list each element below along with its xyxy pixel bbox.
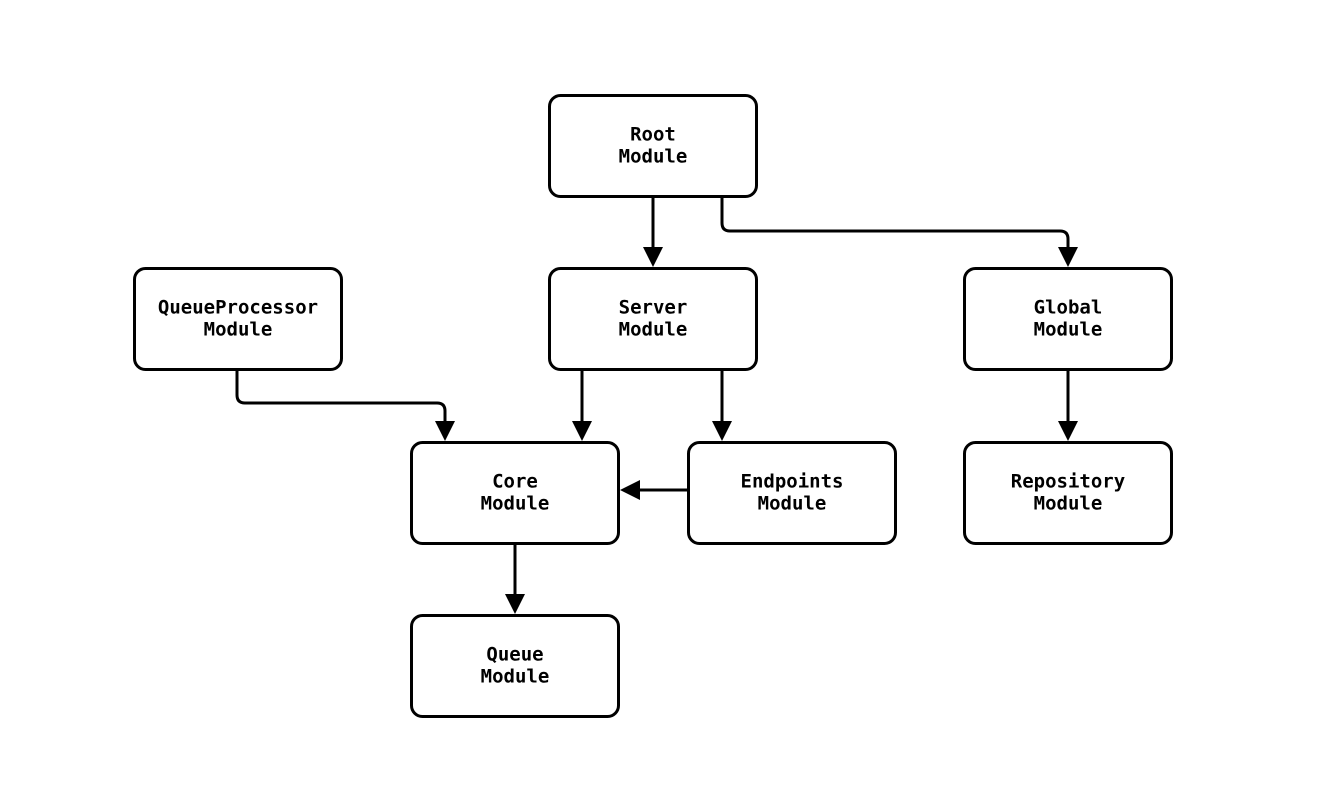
nodes-layer: RootModuleQueueProcessorModuleServerModu… bbox=[133, 94, 1173, 718]
node-label-line1: QueueProcessor bbox=[158, 297, 318, 319]
edge-server-to-endpoints bbox=[712, 371, 732, 441]
arrowhead-icon bbox=[1058, 247, 1078, 267]
node-label-line2: Module bbox=[1034, 319, 1103, 341]
node-label-line1: Endpoints bbox=[741, 471, 844, 493]
node-label-line1: Repository bbox=[1011, 471, 1125, 493]
node-label-line1: Global bbox=[1034, 297, 1103, 319]
edge-root-to-server bbox=[643, 198, 663, 267]
node-label-line2: Module bbox=[204, 319, 273, 341]
node-label-line2: Module bbox=[481, 666, 550, 688]
edge-line bbox=[720, 198, 1070, 253]
arrowhead-icon bbox=[712, 421, 732, 441]
arrowhead-icon bbox=[505, 594, 525, 614]
node-label-line2: Module bbox=[758, 493, 827, 515]
node-box[interactable] bbox=[548, 267, 758, 371]
node-label-line2: Module bbox=[481, 493, 550, 515]
edge-queueprocessor-to-core bbox=[235, 371, 455, 441]
node-box[interactable] bbox=[410, 614, 620, 718]
edge-server-to-core bbox=[572, 371, 592, 441]
edge-line bbox=[235, 371, 447, 427]
edge-root-to-global bbox=[720, 198, 1078, 267]
node-label-line2: Module bbox=[619, 146, 688, 168]
node-label-line2: Module bbox=[619, 319, 688, 341]
node-box[interactable] bbox=[548, 94, 758, 198]
node-box[interactable] bbox=[410, 441, 620, 545]
node-label-line1: Queue bbox=[486, 644, 543, 666]
node-label-line1: Root bbox=[630, 124, 676, 146]
node-label-line1: Core bbox=[492, 471, 538, 493]
edge-global-to-repository bbox=[1058, 371, 1078, 441]
arrowhead-icon bbox=[435, 421, 455, 441]
edge-core-to-queue bbox=[505, 545, 525, 614]
arrowhead-icon bbox=[620, 480, 640, 500]
node-label-line1: Server bbox=[619, 297, 688, 319]
node-label-line2: Module bbox=[1034, 493, 1103, 515]
node-box[interactable] bbox=[963, 267, 1173, 371]
node-box[interactable] bbox=[963, 441, 1173, 545]
edges-layer bbox=[235, 198, 1078, 614]
edge-endpoints-to-core bbox=[620, 480, 687, 500]
arrowhead-icon bbox=[1058, 421, 1078, 441]
node-box[interactable] bbox=[687, 441, 897, 545]
node-box[interactable] bbox=[133, 267, 343, 371]
arrowhead-icon bbox=[643, 247, 663, 267]
arrowhead-icon bbox=[572, 421, 592, 441]
